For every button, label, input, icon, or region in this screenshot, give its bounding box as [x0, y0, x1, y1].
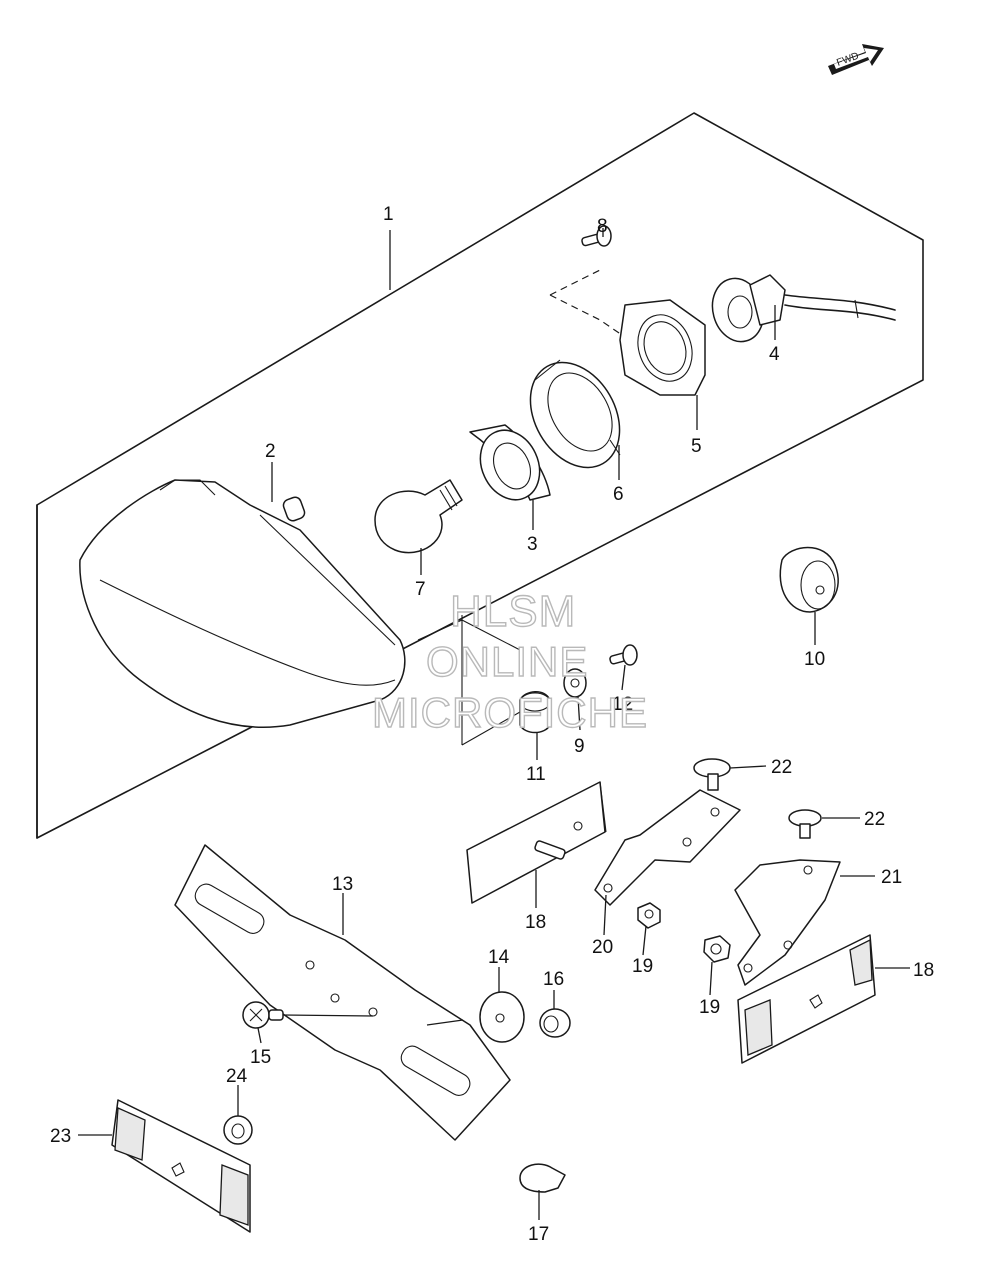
cap-17 [519, 1163, 566, 1193]
watermark-line-3: MICROFICHE [372, 689, 648, 736]
reflector-lower [111, 1099, 251, 1233]
tail-light-lens [79, 479, 406, 728]
nut-16 [539, 1008, 571, 1038]
callout-5: 5 [691, 436, 702, 457]
callout-1: 1 [383, 204, 394, 225]
grommet-14 [479, 991, 525, 1043]
callout-23: 23 [50, 1126, 71, 1147]
nut-24 [223, 1115, 253, 1145]
assembly-outline [36, 112, 924, 839]
nut-19b [703, 935, 731, 963]
watermark-line-2: ONLINE [426, 638, 588, 685]
callout-9: 9 [574, 736, 585, 757]
holder-plate [619, 299, 706, 396]
callout-22b: 22 [864, 809, 885, 830]
watermark-line-1: HLSM [450, 587, 576, 636]
callout-3: 3 [527, 534, 538, 555]
callout-21: 21 [881, 867, 902, 888]
callout-7: 7 [415, 579, 426, 600]
grommet-10 [779, 546, 839, 613]
leader-lines [78, 228, 910, 1220]
socket-wire [711, 274, 896, 343]
assembly-dash-lines [417, 269, 623, 746]
screw-15 [242, 1001, 284, 1029]
callout-8: 8 [597, 216, 608, 237]
screw-22a [693, 758, 731, 791]
callout-numbers: 1 2 3 4 5 6 7 8 9 10 11 12 13 14 15 16 1… [50, 204, 934, 1245]
callout-12: 12 [612, 694, 633, 715]
callout-16: 16 [543, 969, 564, 990]
callout-19b: 19 [699, 997, 720, 1018]
callout-17: 17 [528, 1224, 549, 1245]
callout-13: 13 [332, 874, 353, 895]
socket-ring [529, 359, 621, 469]
bracket-21 [734, 859, 841, 986]
bulb [374, 479, 463, 554]
cushion-11 [519, 691, 551, 734]
callout-14: 14 [488, 947, 510, 968]
watermark: HLSM ONLINE MICROFICHE [371, 586, 648, 736]
callout-10: 10 [804, 649, 825, 670]
callout-4: 4 [769, 344, 780, 365]
gasket [469, 424, 551, 501]
bracket-20 [594, 789, 741, 906]
nut-19a [637, 902, 661, 929]
callout-15: 15 [250, 1047, 271, 1068]
callout-22a: 22 [771, 757, 792, 778]
callout-2: 2 [265, 441, 276, 462]
callout-18a: 18 [525, 912, 546, 933]
callout-6: 6 [613, 484, 624, 505]
screw-12 [609, 644, 638, 666]
license-bracket [174, 844, 511, 1141]
fwd-arrow-icon: FWD [828, 44, 884, 75]
callout-24: 24 [226, 1066, 248, 1087]
reflector-right [737, 934, 876, 1064]
callout-19a: 19 [632, 956, 653, 977]
callout-18b: 18 [913, 960, 934, 981]
screw-8 [581, 225, 612, 247]
reflector-upper [466, 781, 607, 904]
screw-22b [788, 809, 822, 839]
callout-20: 20 [592, 937, 613, 958]
callout-11: 11 [526, 764, 546, 785]
washer-9 [563, 668, 587, 698]
